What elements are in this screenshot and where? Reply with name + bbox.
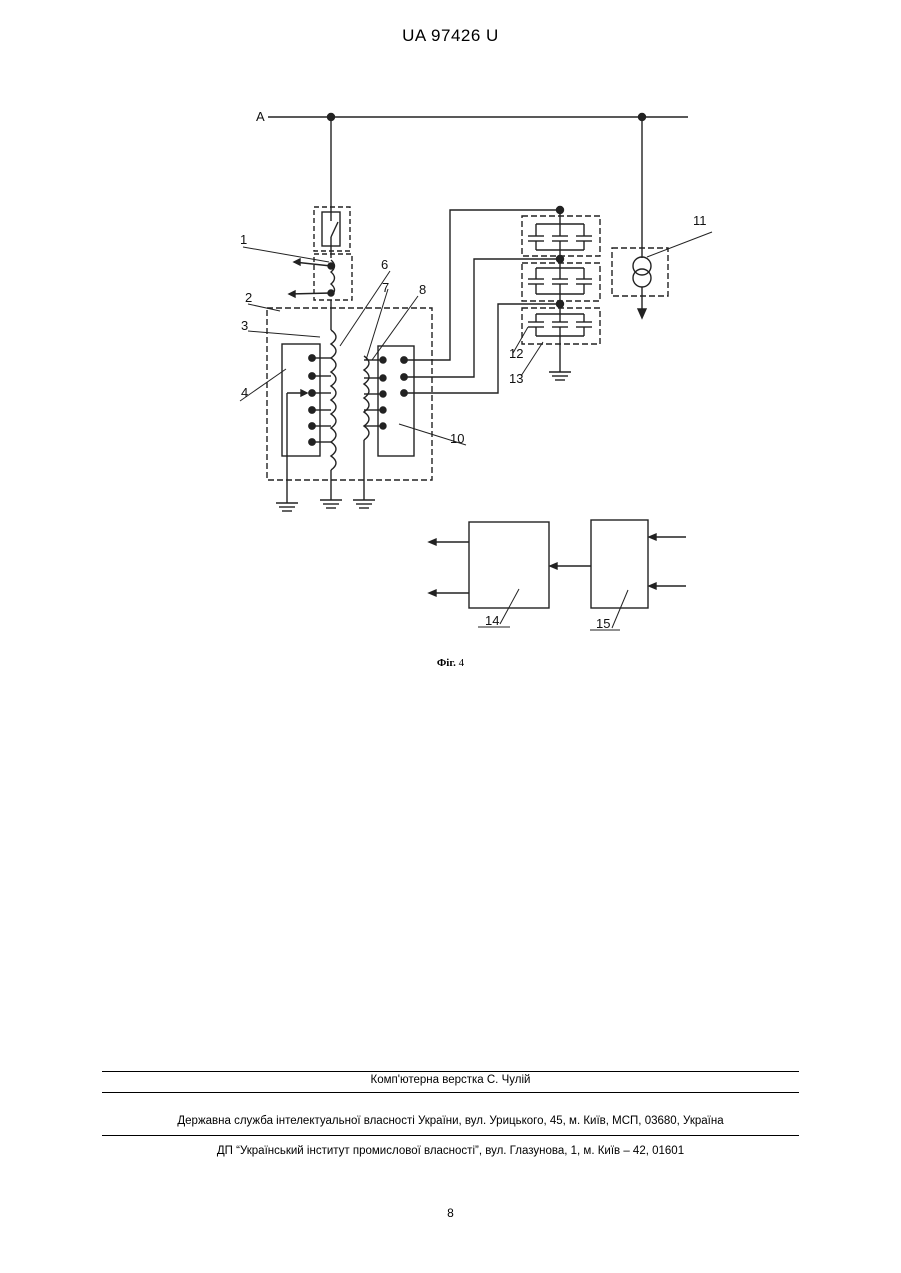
secondary-coil	[353, 346, 414, 508]
label-12: 10	[450, 431, 464, 446]
footer-rule-1	[102, 1071, 799, 1072]
capacitor-banks	[522, 207, 600, 381]
reference-labels: 1 2 3 4 6 7 8 10 11 12 13 14 15	[240, 213, 707, 631]
label-4: 11	[693, 213, 707, 228]
bus-label: A	[256, 109, 265, 124]
leader-lines	[240, 232, 712, 630]
figure-caption-number: 4	[459, 657, 465, 669]
label-13: 4	[241, 385, 248, 400]
label-15: 15	[596, 616, 610, 631]
bus-line: A	[256, 109, 688, 124]
label-2: 3	[241, 318, 248, 333]
footer-agency: Державна служба інтелектуальної власност…	[0, 1115, 901, 1127]
figure-caption-prefix: Фіг.	[437, 657, 456, 669]
circuit-diagram: A	[0, 0, 901, 700]
tap-switch-13	[276, 344, 331, 511]
footer-typesetting: Комп'ютерна верстка С. Чулій	[0, 1074, 901, 1086]
footer-rule-2	[102, 1092, 799, 1093]
capacitor-wires	[407, 210, 560, 393]
page-number: 8	[0, 1206, 901, 1220]
label-7: 12	[509, 346, 523, 361]
block-8	[469, 522, 549, 608]
label-8: 14	[485, 613, 499, 628]
footer-rule-3	[102, 1135, 799, 1136]
label-10: 7	[382, 280, 389, 295]
label-11: 8	[419, 282, 426, 297]
block-15	[591, 520, 648, 608]
label-3: 1	[240, 232, 247, 247]
label-14: 6	[381, 257, 388, 272]
main-coil	[320, 330, 342, 508]
main-feed	[289, 117, 352, 330]
label-1: 2	[245, 290, 252, 305]
label-6: 13	[509, 371, 523, 386]
voltage-transformer	[612, 117, 668, 318]
figure-caption: Фіг. 4	[0, 657, 901, 669]
footer-institute: ДП “Український інститут промислової вла…	[0, 1145, 901, 1157]
control-blocks	[429, 520, 686, 608]
